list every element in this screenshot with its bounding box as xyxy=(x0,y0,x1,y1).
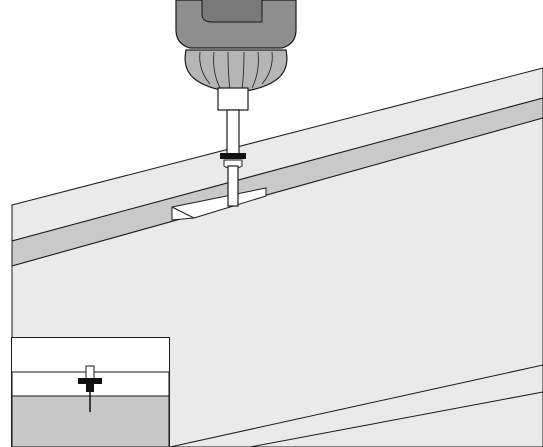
drill-bit-tip xyxy=(227,165,239,207)
drill-bit-shank xyxy=(226,109,240,155)
drill-chuck-ridges xyxy=(199,51,273,91)
upper-panel-face xyxy=(11,67,543,242)
inset-fastener-cap xyxy=(78,378,102,384)
panel-groove xyxy=(11,97,543,267)
drill-collar xyxy=(217,87,249,111)
groove-notch xyxy=(171,187,267,221)
groove-notch-edge xyxy=(171,206,195,219)
drill-body-vent xyxy=(201,0,263,23)
inset-detail xyxy=(11,337,170,447)
lower-panel-edge-1 xyxy=(169,364,543,447)
lower-panel-edge-2 xyxy=(249,391,543,447)
fastener-cap xyxy=(220,153,246,159)
inset-fastener-head xyxy=(86,384,94,392)
